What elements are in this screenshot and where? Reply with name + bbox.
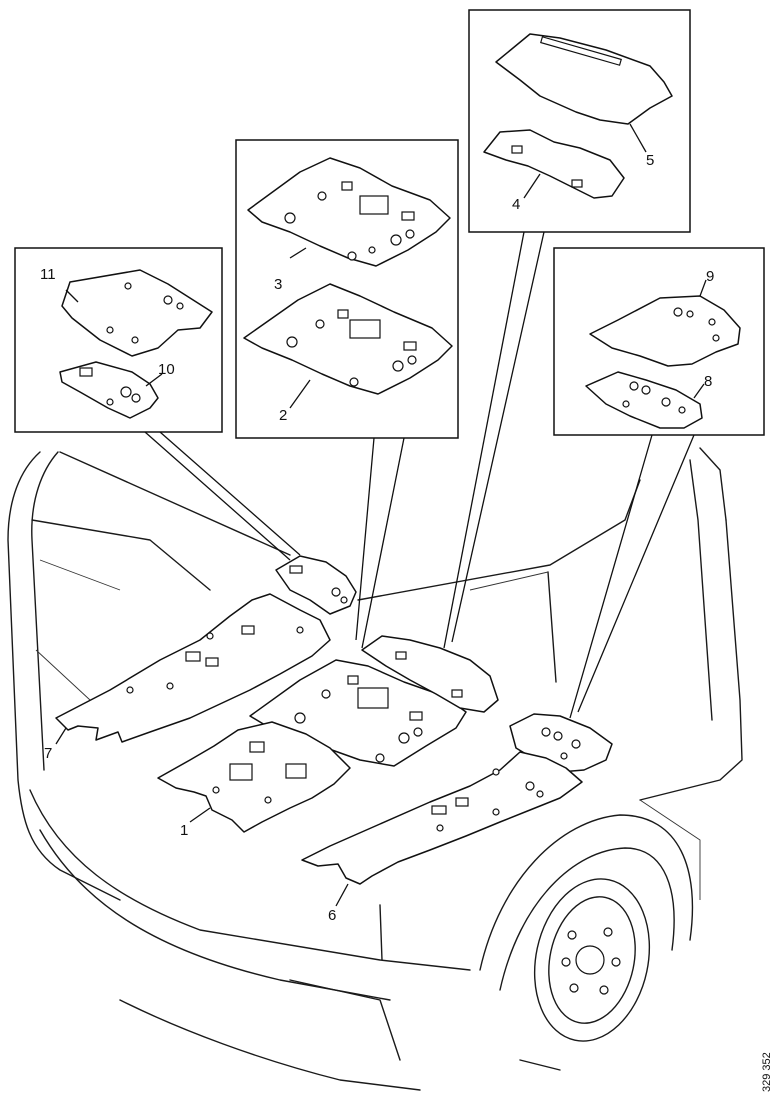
truck-cab-outline — [7, 447, 743, 1091]
detail-box-2-3 — [235, 139, 459, 439]
leader-lines — [144, 231, 695, 719]
callout-2: 2 — [279, 407, 287, 424]
detail-box-10-11 — [14, 247, 223, 433]
callout-6: 6 — [328, 907, 336, 924]
callout-1: 1 — [180, 822, 188, 839]
callout-5: 5 — [646, 152, 654, 169]
detail-box-4-5 — [468, 9, 691, 233]
callout-leaders — [55, 123, 707, 907]
callout-4: 4 — [512, 196, 520, 213]
callout-10: 10 — [158, 361, 175, 378]
callout-8: 8 — [704, 373, 712, 390]
detail-box-8-9 — [553, 247, 765, 436]
callout-9: 9 — [706, 268, 714, 285]
document-reference: 329 352 — [761, 1052, 773, 1092]
floor-plates — [55, 555, 613, 885]
callout-11: 11 — [40, 266, 56, 283]
callout-7: 7 — [44, 745, 52, 762]
wheel-hub — [561, 927, 621, 995]
callout-3: 3 — [274, 276, 282, 293]
